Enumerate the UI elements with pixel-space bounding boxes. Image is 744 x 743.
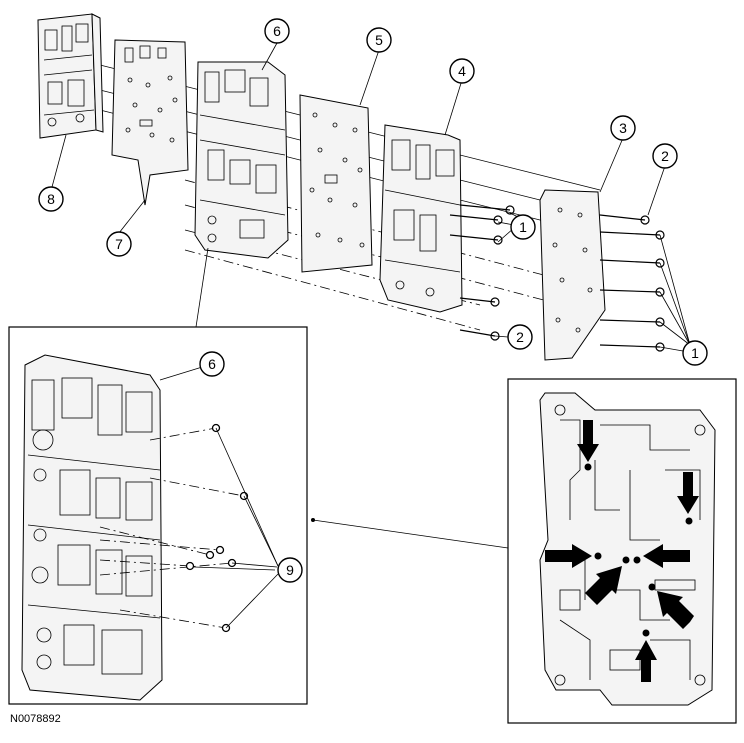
part-8-valve-body [37,13,104,139]
svg-text:7: 7 [115,236,123,252]
part-3-gasket-plate [539,189,606,361]
svg-text:8: 8 [47,191,55,207]
svg-text:6: 6 [208,356,216,372]
callout-4: 4 [449,58,475,84]
svg-text:5: 5 [375,32,383,48]
part-5-separator-plate [299,94,373,273]
callout-8: 8 [38,186,64,212]
top-leader-lines [51,42,691,549]
inset-gasket [507,378,737,724]
callout-1-right: 1 [682,340,708,366]
callout-6-top: 6 [264,18,290,44]
callout-1-mid: 1 [510,214,536,240]
callout-9: 9 [277,557,303,583]
callouts: 6 5 4 3 2 8 7 1 2 1 6 9 [38,18,708,583]
callout-5: 5 [366,27,392,53]
bolts [449,204,665,352]
svg-text:9: 9 [286,562,294,578]
part-6-main-valve-body [194,61,289,259]
svg-text:1: 1 [691,345,699,361]
svg-text:3: 3 [619,120,627,136]
svg-text:1: 1 [519,219,527,235]
callout-2-right: 2 [652,143,678,169]
svg-text:4: 4 [458,63,466,79]
callout-2-mid: 2 [507,324,533,350]
callout-6-inset: 6 [199,351,225,377]
svg-text:2: 2 [516,329,524,345]
svg-text:2: 2 [661,148,669,164]
part-7-separator-plate [111,39,189,206]
part-4-valve-body [379,124,463,313]
callout-7: 7 [106,231,132,257]
callout-3: 3 [610,115,636,141]
figure-id: N0078892 [10,713,61,725]
svg-text:6: 6 [273,23,281,39]
pointer-arrows [545,420,699,682]
inset-part-6 [8,326,308,705]
